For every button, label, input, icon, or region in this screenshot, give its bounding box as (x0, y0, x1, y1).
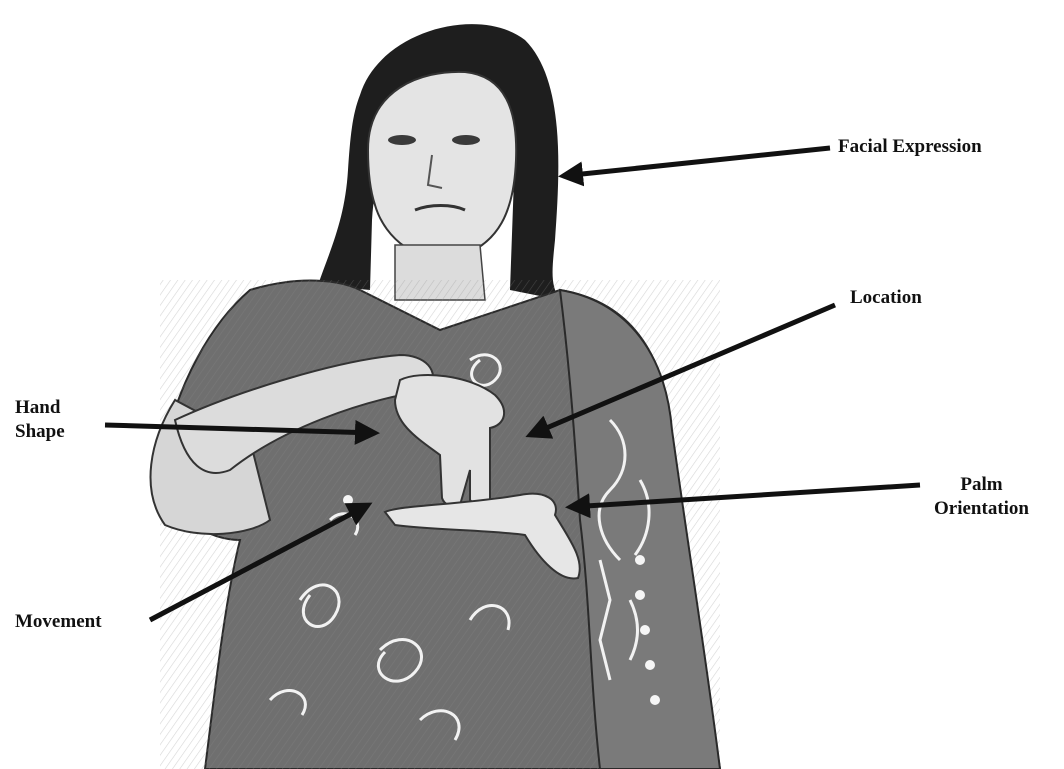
label-palm-orientation-line2: Orientation (934, 497, 1029, 521)
facial-expression-arrow (563, 148, 830, 176)
label-location-text: Location (850, 286, 922, 310)
right-eye (452, 135, 480, 145)
label-hand-shape: Hand Shape (15, 396, 65, 444)
label-location: Location (850, 286, 922, 310)
label-hand-shape-line1: Hand (15, 396, 65, 420)
label-palm-orientation: Palm Orientation (934, 473, 1029, 521)
label-palm-orientation-line1: Palm (934, 473, 1029, 497)
label-hand-shape-line2: Shape (15, 420, 65, 444)
label-facial-expression: Facial Expression (838, 135, 982, 159)
face (368, 72, 516, 259)
left-eye (388, 135, 416, 145)
label-movement: Movement (15, 610, 102, 634)
label-facial-expression-text: Facial Expression (838, 135, 982, 159)
label-movement-text: Movement (15, 610, 102, 634)
